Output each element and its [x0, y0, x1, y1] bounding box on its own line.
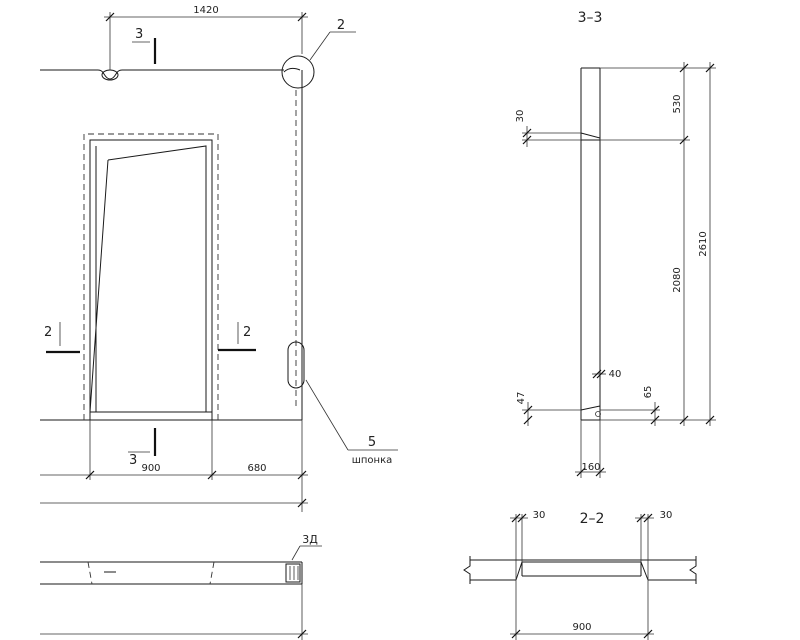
dim-40-tick-left — [592, 369, 602, 379]
section-3-3-threshold — [580, 405, 601, 420]
panel-top-edge — [40, 69, 284, 80]
section-3-3-view: 3–3 530 2080 2610 30 4 — [515, 10, 716, 478]
key-slot-capsule — [287, 341, 305, 389]
dim-47-label: 47 — [516, 392, 527, 405]
section-2-2-break-left — [463, 556, 471, 584]
section-2-2-break-right — [689, 556, 697, 584]
dim-900-tick-right — [207, 470, 217, 480]
plan-dim-tick — [297, 629, 307, 639]
dim-1420-label: 1420 — [193, 5, 218, 16]
dim-1420-tick-right — [297, 12, 307, 22]
dim-65-label: 65 — [643, 386, 654, 399]
dim-2-2-900-tick-right — [643, 629, 653, 639]
plan-joint-block — [285, 563, 301, 583]
section-3-label-top: 3 — [135, 27, 143, 42]
section-3-3-title: 3–3 — [578, 10, 603, 26]
dim-160-label: 160 — [581, 462, 600, 473]
callout-5-number: 5 — [368, 435, 376, 450]
dim-1420-tick-left — [105, 12, 115, 22]
callout-2-leader — [309, 31, 331, 61]
dim-47-tick-top — [523, 405, 533, 415]
dim-2610-tick-bottom — [705, 415, 715, 425]
dim-40-tick-right — [596, 369, 606, 379]
dim-680-label: 680 — [247, 463, 266, 474]
callout-2-label: 2 — [337, 18, 345, 33]
door-opening-hidden — [83, 133, 219, 420]
dim-65-tick-bottom — [650, 415, 660, 425]
dim-47-tick-bottom — [523, 415, 533, 425]
section-3-3-lintel — [580, 132, 601, 141]
dim-2-2-30-left-label: 30 — [533, 510, 546, 521]
section-2-label-right: 2 — [243, 325, 251, 340]
section-2-2-opening — [515, 561, 649, 581]
callout-3d-leader — [291, 545, 301, 561]
callout-3d-label: 3Д — [302, 533, 318, 546]
dim-2080-tick-bottom — [679, 415, 689, 425]
dim-530-label: 530 — [672, 94, 683, 113]
dim-530-tick-top — [679, 63, 689, 73]
dim-2-2-30-right-tick-a — [636, 513, 646, 523]
dim-40-label: 40 — [609, 369, 622, 380]
door-opening-outer — [89, 139, 213, 421]
dim-overall-tick — [297, 498, 307, 508]
section-2-2-view: 2–2 30 30 900 — [463, 510, 697, 640]
dim-2-2-30-left-tick-b — [517, 513, 527, 523]
door-leaf-swing — [89, 145, 207, 413]
corner-detail-arc — [283, 67, 301, 73]
dim-2610-tick-top — [705, 63, 715, 73]
callout-5-leader — [305, 379, 349, 451]
callout-5-text: шпонка — [352, 455, 393, 466]
dim-530-tick-bottom — [679, 135, 689, 145]
section-2-label-left: 2 — [44, 325, 52, 340]
section-3-label-bottom: 3 — [129, 453, 137, 468]
dim-2610-label: 2610 — [698, 231, 709, 256]
dim-900-label: 900 — [141, 463, 160, 474]
dim-30-label: 30 — [515, 110, 526, 123]
dim-160-tick-left — [576, 467, 586, 477]
plan-opening-right-hidden — [209, 561, 215, 585]
section-2-2-title: 2–2 — [580, 511, 605, 527]
dim-2-2-900-label: 900 — [572, 622, 591, 633]
section-3-3-threshold-mark — [595, 411, 601, 417]
dim-2-2-900-tick-left — [511, 629, 521, 639]
elevation-view: 2 3 3 2 2 5 шпонка — [40, 5, 398, 512]
dim-2-2-30-left-tick-a — [511, 513, 521, 523]
dim-680-tick-right — [297, 470, 307, 480]
dim-160-tick-right — [595, 467, 605, 477]
dim-2-2-30-right-tick-b — [643, 513, 653, 523]
dim-30-tick-bottom — [522, 135, 532, 145]
dim-2080-label: 2080 — [672, 267, 683, 292]
dim-65-tick-top — [650, 405, 660, 415]
corner-detail-circle — [281, 55, 315, 89]
plan-strip-view: 3Д — [40, 533, 322, 640]
dim-900-tick-left — [85, 470, 95, 480]
plan-opening-left-hidden — [87, 561, 93, 585]
dim-2-2-30-right-label: 30 — [660, 510, 673, 521]
dim-30-tick-top — [522, 128, 532, 138]
